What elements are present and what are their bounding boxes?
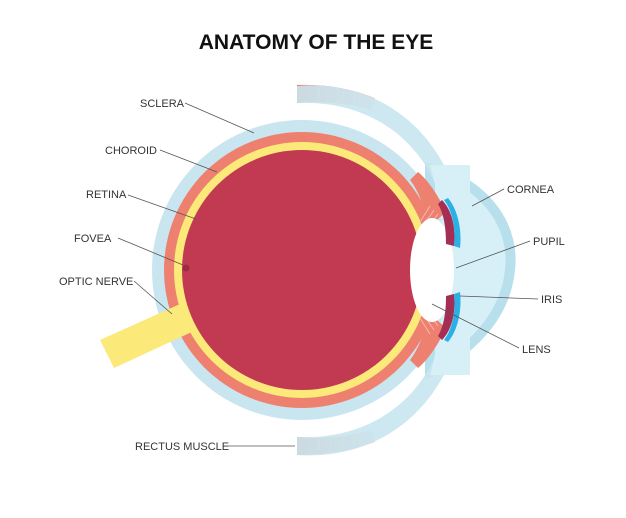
rectus-muscle-label: RECTUS MUSCLE [135, 441, 229, 453]
vitreous-body [182, 150, 422, 390]
pupil-leader [455, 240, 531, 269]
ciliary-body-bottom [410, 314, 446, 368]
optic-nerve-label: OPTIC NERVE [59, 276, 133, 288]
optic-nerve-leader [133, 280, 173, 315]
cornea-leader [471, 188, 505, 207]
retina-label: RETINA [86, 189, 127, 201]
lens-leader [431, 303, 520, 349]
fovea-label: FOVEA [74, 233, 112, 245]
ciliary-body-top [410, 172, 446, 226]
choroid-leader [159, 149, 218, 173]
fovea-leader [117, 237, 184, 266]
sclera-leader [184, 102, 255, 134]
lens [410, 218, 454, 322]
iris-label: IRIS [541, 294, 562, 306]
sclera-label: SCLERA [140, 98, 185, 110]
choroid-label: CHOROID [105, 145, 157, 157]
iris-bottom-dark [438, 294, 455, 340]
iris-bottom-blue [444, 292, 461, 342]
iris-top-blue [444, 198, 461, 248]
retina-leader [127, 194, 197, 220]
pupil-label: PUPIL [533, 236, 565, 248]
iris-leader [459, 295, 539, 300]
cornea-label: CORNEA [507, 184, 555, 196]
iris-top-dark [438, 200, 455, 246]
diagram-title: ANATOMY OF THE EYE [199, 31, 434, 54]
fovea-pit [182, 264, 190, 272]
lens-label: LENS [522, 344, 551, 356]
optic-nerve [100, 304, 196, 368]
